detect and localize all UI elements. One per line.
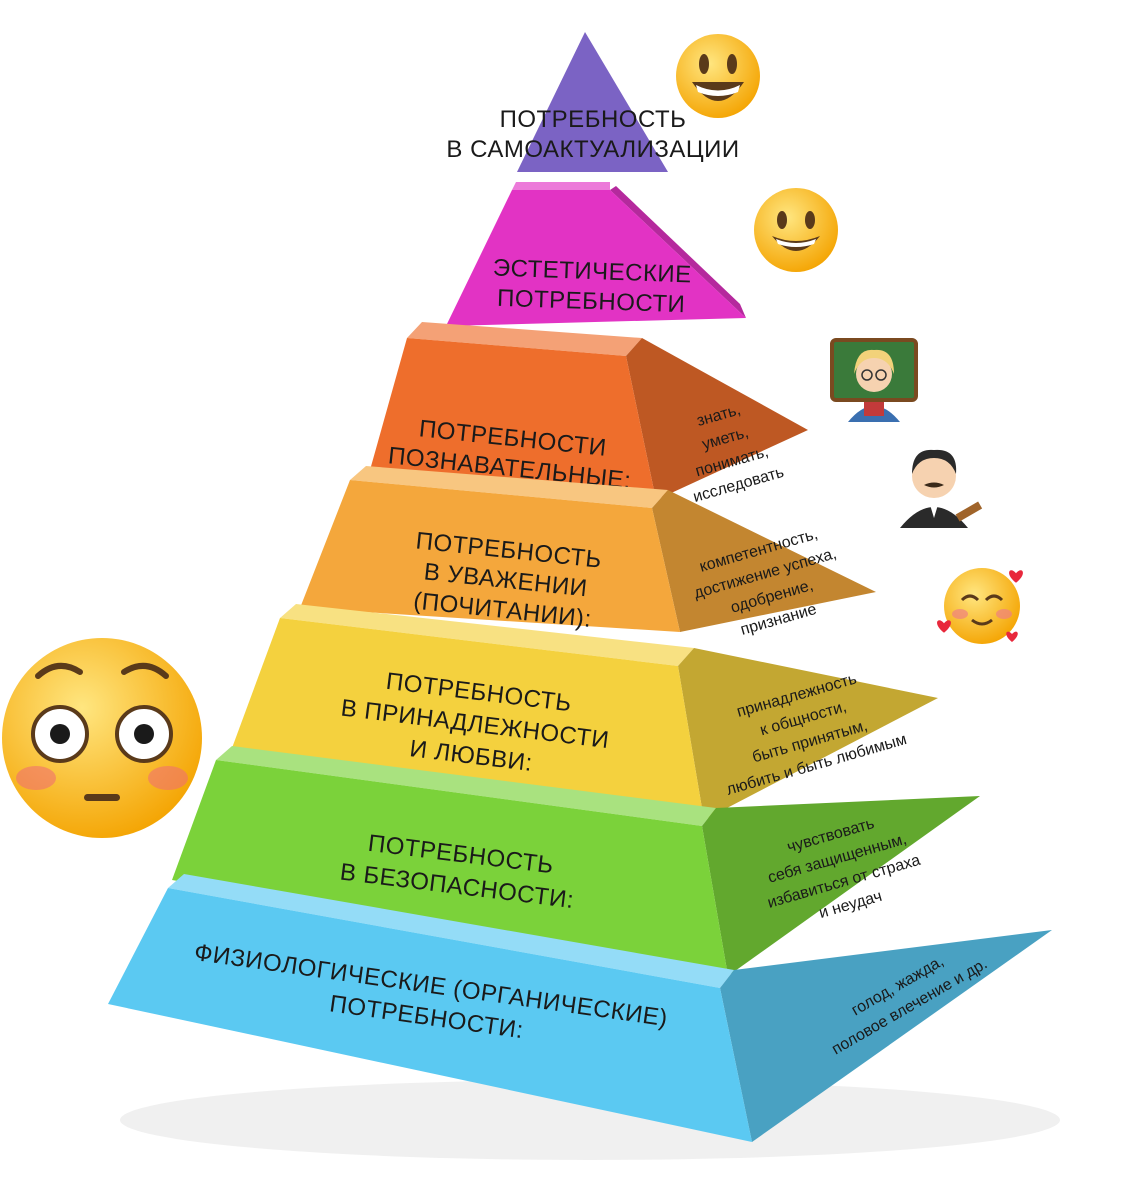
tier-title: ЭСТЕТИЧЕСКИЕПОТРЕБНОСТИ <box>491 255 692 319</box>
tier-front-face <box>172 760 728 976</box>
tier-physiological: ФИЗИОЛОГИЧЕСКИЕ (ОРГАНИЧЕСКИЕ)ПОТРЕБНОСТ… <box>108 874 1052 1142</box>
tier-top-face <box>407 322 642 356</box>
tier-belonging: ПОТРЕБНОСТЬВ ПРИНАДЛЕЖНОСТИИ ЛЮБВИ:прина… <box>232 604 938 820</box>
tier-front-face <box>108 888 752 1142</box>
tier-front-face <box>517 32 668 172</box>
tier-side-face <box>678 648 938 820</box>
tier-side-face <box>626 338 808 500</box>
grinning-face-icon <box>676 34 760 118</box>
tier-side-face <box>702 796 980 976</box>
woman-teacher-icon <box>830 338 918 422</box>
tier-title-line: В САМОАКТУАЛИЗАЦИИ <box>446 136 739 163</box>
tier-front-face <box>300 480 680 632</box>
tier-front-face <box>370 338 656 500</box>
tier-safety: ПОТРЕБНОСТЬВ БЕЗОПАСНОСТИ:чувствоватьсеб… <box>172 746 980 976</box>
tier-side-face <box>720 930 1052 1142</box>
pyramid-shadow <box>120 1080 1060 1160</box>
pyramid-tiers: ПОТРЕБНОСТЬ В САМОАКТУАЛИЗАЦИИ ЭСТЕТИЧЕСКИ… <box>108 32 1060 1160</box>
tier-title-line: ПОТРЕБНОСТЬ <box>500 106 687 133</box>
tier-top-face <box>350 466 668 508</box>
tier-side-face <box>652 490 876 632</box>
tier-top-face <box>216 746 716 826</box>
tier-side-face <box>610 186 746 318</box>
tier-aesthetic: ЭСТЕТИЧЕСКИЕПОТРЕБНОСТИ <box>446 182 746 326</box>
tier-front-face <box>232 618 704 820</box>
emoji-decorations <box>2 34 1023 838</box>
smiling-face-icon <box>754 188 838 272</box>
tier-top-face <box>512 182 610 190</box>
tier-title-line: ПОТРЕБНОСТИ <box>497 285 686 319</box>
tier-title: ПОТРЕБНОСТЬВ УВАЖЕНИИ(ПОЧИТАНИИ): <box>408 527 603 633</box>
tier-title: ПОТРЕБНОСТЬ В САМОАКТУАЛИЗАЦИИ <box>446 106 739 163</box>
man-judge-icon <box>900 449 983 528</box>
flushed-face-icon <box>2 638 202 838</box>
tier-front-face <box>446 190 746 326</box>
tier-self-actualization: ПОТРЕБНОСТЬ В САМОАКТУАЛИЗАЦИИ <box>446 32 739 172</box>
tier-top-face <box>168 874 734 988</box>
tier-top-face <box>280 604 694 666</box>
smiling-face-with-hearts-icon <box>937 568 1023 644</box>
